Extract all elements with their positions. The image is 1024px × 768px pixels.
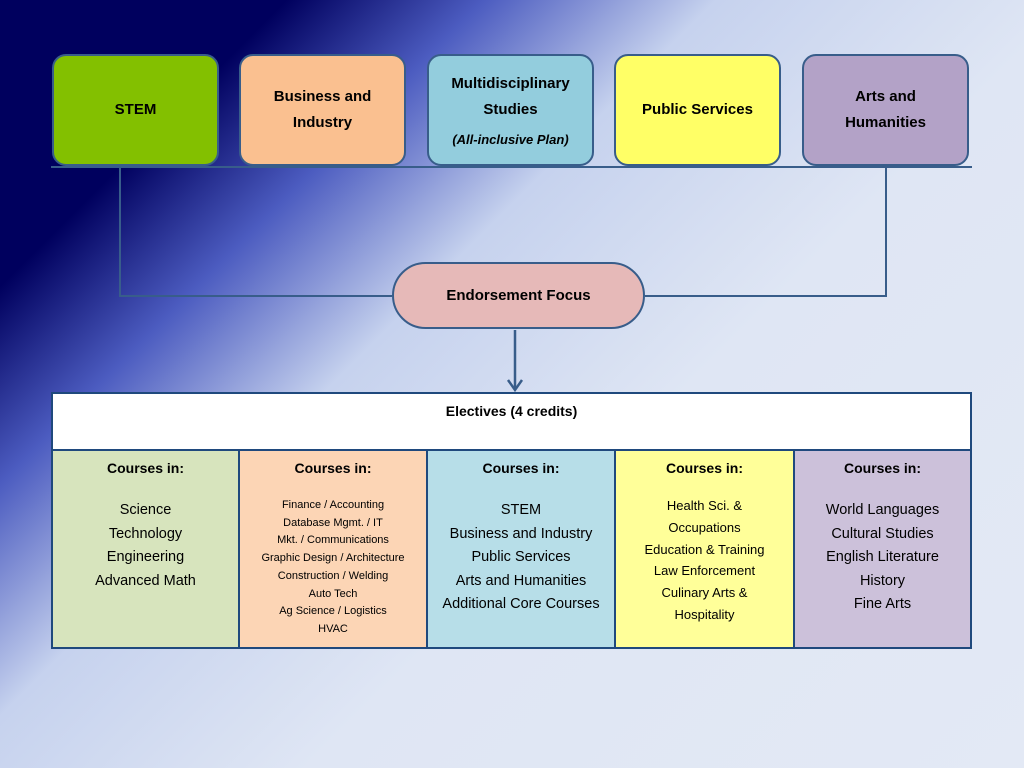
course-item: Health Sci. & <box>666 498 743 513</box>
endorsement-focus-label: Endorsement Focus <box>446 287 591 304</box>
box-multidisciplinary: Multidisciplinary Studies (All-inclusive… <box>427 54 594 166</box>
course-item: Technology <box>108 525 183 542</box>
course-item: Database Mgmt. / IT <box>283 516 383 529</box>
box-business-label: Business and Industry <box>273 88 372 131</box>
course-item: Additional Core Courses <box>442 596 600 612</box>
course-item: Construction / Welding <box>277 569 389 582</box>
course-item: Law Enforcement <box>653 563 756 579</box>
course-item: Hospitality <box>674 606 735 622</box>
col-head: Courses in: <box>665 460 743 476</box>
course-item: Occupations <box>668 519 741 535</box>
col-head: Courses in: <box>106 460 184 476</box>
course-item: Public Services <box>471 549 571 565</box>
box-multidisciplinary-sublabel: (All-inclusive Plan) <box>452 132 569 147</box>
course-item: Arts and Humanities <box>455 572 587 589</box>
course-item: World Languages <box>825 502 940 518</box>
course-item: Cultural Studies <box>831 525 934 542</box>
course-item: Advanced Math <box>95 572 196 589</box>
course-item: Ag Science / Logistics <box>279 605 387 618</box>
box-multidisciplinary-label: Multidisciplinary Studies <box>451 75 570 118</box>
course-item: Culinary Arts & <box>661 585 748 601</box>
box-public-label: Public Services <box>642 101 753 118</box>
electives-table: Electives (4 credits) Courses in: Scienc… <box>51 392 972 649</box>
course-item: Auto Tech <box>308 587 358 600</box>
course-item: Fine Arts <box>853 596 912 612</box>
box-public-services: Public Services <box>614 54 781 166</box>
box-stem-label: STEM <box>114 101 157 118</box>
course-item: HVAC <box>318 622 348 635</box>
col-head: Courses in: <box>294 460 372 476</box>
course-item: English Literature <box>826 549 939 565</box>
course-item: Finance / Accounting <box>281 499 385 511</box>
course-item: Engineering <box>106 549 185 565</box>
course-item: Mkt. / Communications <box>277 534 389 547</box>
box-arts-humanities: Arts and Humanities <box>802 54 969 166</box>
course-item: STEM <box>500 502 542 518</box>
col-head: Courses in: <box>843 460 921 476</box>
box-stem: STEM <box>52 54 219 166</box>
course-item: Graphic Design / Architecture <box>261 552 405 565</box>
course-item: Business and Industry <box>449 525 593 542</box>
course-item: Education & Training <box>644 541 765 557</box>
course-item: History <box>859 572 906 589</box>
box-arts-label: Arts and Humanities <box>845 88 926 131</box>
course-item: Science <box>119 502 172 518</box>
electives-title: Electives (4 credits) <box>53 394 970 451</box>
col-head: Courses in: <box>482 460 560 476</box>
box-business-industry: Business and Industry <box>239 54 406 166</box>
endorsement-focus: Endorsement Focus <box>392 262 645 329</box>
